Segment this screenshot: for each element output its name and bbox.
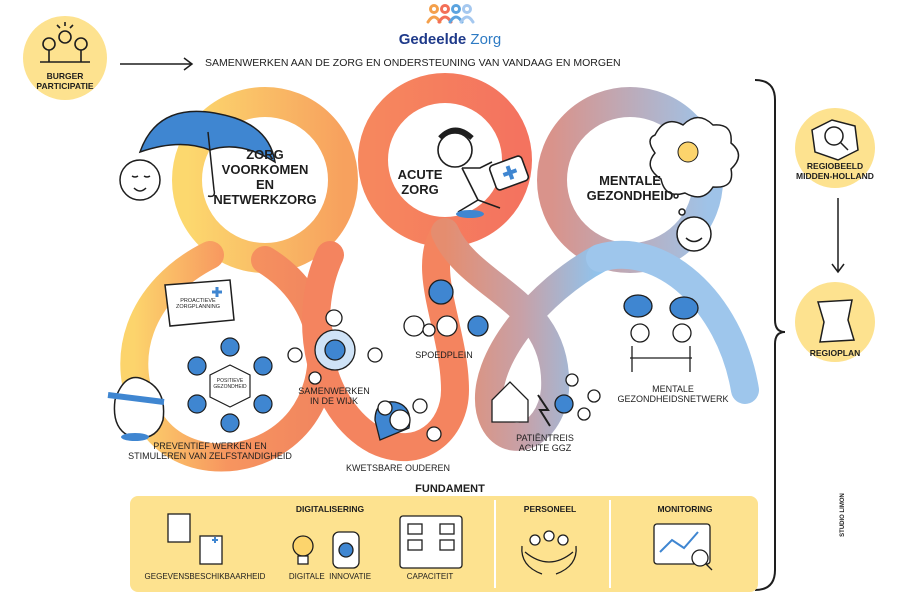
personeel-title: PERSONEEL <box>523 504 577 514</box>
positive-health-hexagon-icon <box>187 337 273 433</box>
burger-line1: BURGER <box>46 71 84 81</box>
shadow <box>456 210 484 218</box>
monitoring-screen-icon <box>653 523 713 571</box>
runner-icon <box>437 127 501 213</box>
preventive-label: PREVENTIEF WERKEN EN STIMULEREN VAN ZELF… <box>125 441 295 462</box>
brand-name-2: Zorg <box>466 31 502 48</box>
spoedplein-icon <box>403 279 489 337</box>
header-tagline: SAMENWERKEN AAN DE ZORG EN ONDERSTEUNING… <box>205 57 621 69</box>
neighbourhood-line2: IN DE WIJK <box>309 396 358 407</box>
mental-line2: GEZONDHEID <box>586 187 674 203</box>
proactive-scroll-icon <box>164 279 235 327</box>
network-line2: GEZONDHEIDSNETWERK <box>617 394 729 405</box>
acute-title: ACUTE ZORG <box>390 167 450 198</box>
neighbourhood-label: SAMENWERKEN IN DE WIJK <box>292 386 376 407</box>
positive-line1: POSITIEVE <box>216 378 244 384</box>
preventive-line2: STIMULEREN VAN ZELFSTANDIGHEID <box>128 451 292 462</box>
credit-label: STUDIO LIMON <box>840 493 846 537</box>
capacity-screen-icon <box>399 515 463 569</box>
neighbourhood-line1: SAMENWERKEN <box>298 386 370 396</box>
elderly-label: KWETSBARE OUDEREN <box>345 463 450 473</box>
preventive-line1: PREVENTIEF WERKEN EN <box>153 441 267 451</box>
monitoring-title: MONITORING <box>657 504 713 514</box>
brand-name-1: Gedeelde <box>398 31 467 48</box>
burger-line2: PARTICIPATIE <box>36 80 94 91</box>
patient-journey-icon <box>491 373 601 427</box>
mental-line1: MENTALE <box>599 173 661 188</box>
proactive-line2: ZORGPLANNING <box>175 304 220 311</box>
digitalisering-title: DIGITALISERING <box>295 504 365 514</box>
brand-logo: Gedeelde Zorg <box>380 31 520 48</box>
loop-center-right <box>431 218 614 451</box>
regiobeeld-label: REGIOBEELD MIDDEN-HOLLAND <box>790 161 880 182</box>
documents-icon <box>167 513 223 565</box>
acute-line1: ACUTE <box>397 167 443 182</box>
umbrella-icon <box>138 110 276 198</box>
positive-line2: GEZONDHEID <box>213 383 247 390</box>
map-icon <box>811 119 859 161</box>
innovation-label: DIGITALE INNOVATIE <box>288 572 372 581</box>
network-line1: MENTALE <box>652 384 694 394</box>
neighbourhood-icon <box>287 309 383 385</box>
prevention-line3: EN <box>255 176 275 192</box>
prevention-line1: ZORG <box>246 147 284 162</box>
arrow-down-icon <box>831 198 845 274</box>
foundation-title: FUNDAMENT <box>415 483 485 495</box>
loop-right <box>586 240 759 404</box>
patient-line1: PATIËNTREIS <box>516 433 574 443</box>
patient-line2: ACUTE GGZ <box>518 443 572 454</box>
first-aid-kit-icon <box>488 155 530 191</box>
staff-hands-icon <box>521 530 577 575</box>
logo-people-icon <box>426 4 475 24</box>
mental-network-label: MENTALE GEZONDHEIDSNETWERK <box>608 384 738 405</box>
sleepy-egg-icon <box>107 376 165 441</box>
data-label: GEGEVENSBESCHIKBAARHEID <box>144 572 266 581</box>
mental-title: MENTALE GEZONDHEID <box>570 173 690 204</box>
burger-badge-circle <box>23 16 107 100</box>
happy-cloud-icon <box>649 116 740 198</box>
person-face-icon <box>119 159 161 201</box>
mental-network-icon <box>623 294 699 372</box>
prevention-line4: NETWERKZORG <box>213 191 317 207</box>
bracket <box>754 79 786 591</box>
patient-journey-label: PATIËNTREIS ACUTE GGZ <box>500 433 590 454</box>
acute-line2: ZORG <box>401 181 439 197</box>
regioplan-label: REGIOPLAN <box>809 348 861 358</box>
spoedplein-label: SPOEDPLEIN <box>415 350 473 360</box>
elderly-icon <box>374 398 442 442</box>
arrow-icon <box>120 57 194 71</box>
regiobeeld-line2: MIDDEN-HOLLAND <box>796 170 874 181</box>
plan-icon <box>817 299 855 343</box>
smile-face-icon <box>673 193 712 252</box>
prevention-title: ZORG VOORKOMEN EN NETWERKZORG <box>205 147 325 208</box>
capacity-label: CAPACITEIT <box>406 572 454 581</box>
regiobeeld-line1: REGIOBEELD <box>806 161 864 171</box>
proactive-line1: PROACTIEVE <box>180 298 216 304</box>
positive-health-label: POSITIEVE GEZONDHEID <box>208 378 252 391</box>
burger-badge-label: BURGER PARTICIPATIE <box>25 71 105 92</box>
prevention-line2: VOORKOMEN <box>221 161 309 177</box>
citizens-icon <box>40 22 90 63</box>
proactive-label: PROACTIEVE ZORGPLANNING <box>168 298 228 311</box>
lightbulb-icon <box>292 531 360 569</box>
